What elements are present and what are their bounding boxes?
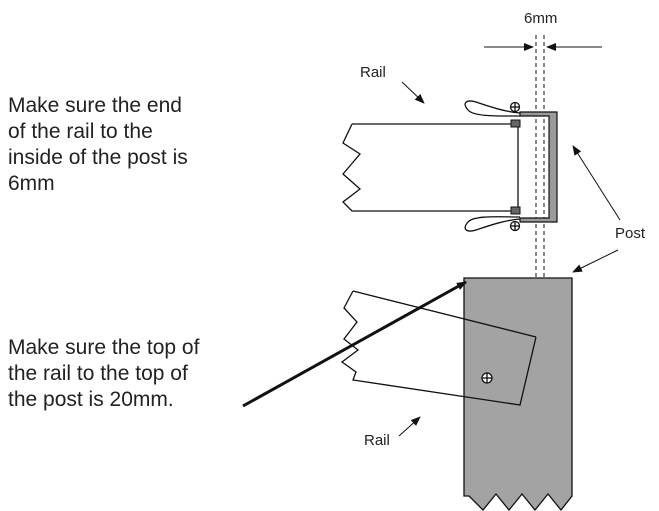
leader-arrow [242, 280, 467, 408]
instruction-line: Make sure the top of [8, 336, 200, 359]
leader-arrow [398, 416, 421, 437]
callout-post: Post [572, 145, 646, 273]
top-view-assembly [342, 100, 558, 232]
post [463, 277, 573, 511]
post-bracket [519, 111, 558, 223]
side-view-assembly [340, 277, 573, 511]
rail-label: Rail [360, 64, 386, 81]
leader-arrow [572, 249, 619, 273]
dimension-6mm: 6mm [484, 10, 602, 385]
screw-head-icon [481, 372, 493, 384]
rail-label: Rail [364, 432, 390, 449]
leader-arrow [572, 145, 621, 221]
post-label: Post [615, 225, 646, 242]
dimension-label: 6mm [524, 10, 557, 27]
instruction-line: of the rail to the [8, 120, 153, 143]
instruction-end-gap: Make sure the end of the rail to the ins… [8, 94, 188, 195]
fastener-bottom [510, 206, 521, 215]
bracket-flange-top [464, 100, 521, 117]
instruction-line: the rail to the top of [8, 362, 188, 385]
callout-rail-bottom: Rail [364, 416, 421, 449]
screw-head-icon [509, 101, 521, 113]
instruction-top-offset: Make sure the top of the rail to the top… [8, 336, 200, 411]
instruction-line: 6mm [8, 172, 55, 195]
instruction-line: inside of the post is [8, 146, 188, 169]
callout-rail-top: Rail [360, 64, 425, 104]
leader-arrow [401, 81, 425, 104]
instruction-line: the post is 20mm. [8, 388, 174, 411]
callout-top-offset [242, 280, 467, 408]
screw-head-icon [509, 220, 521, 232]
rail-end [342, 123, 518, 212]
rail-angled [340, 290, 537, 406]
instruction-line: Make sure the end [8, 94, 182, 117]
bracket-flange-bottom [464, 216, 521, 232]
fastener-top [510, 119, 521, 128]
